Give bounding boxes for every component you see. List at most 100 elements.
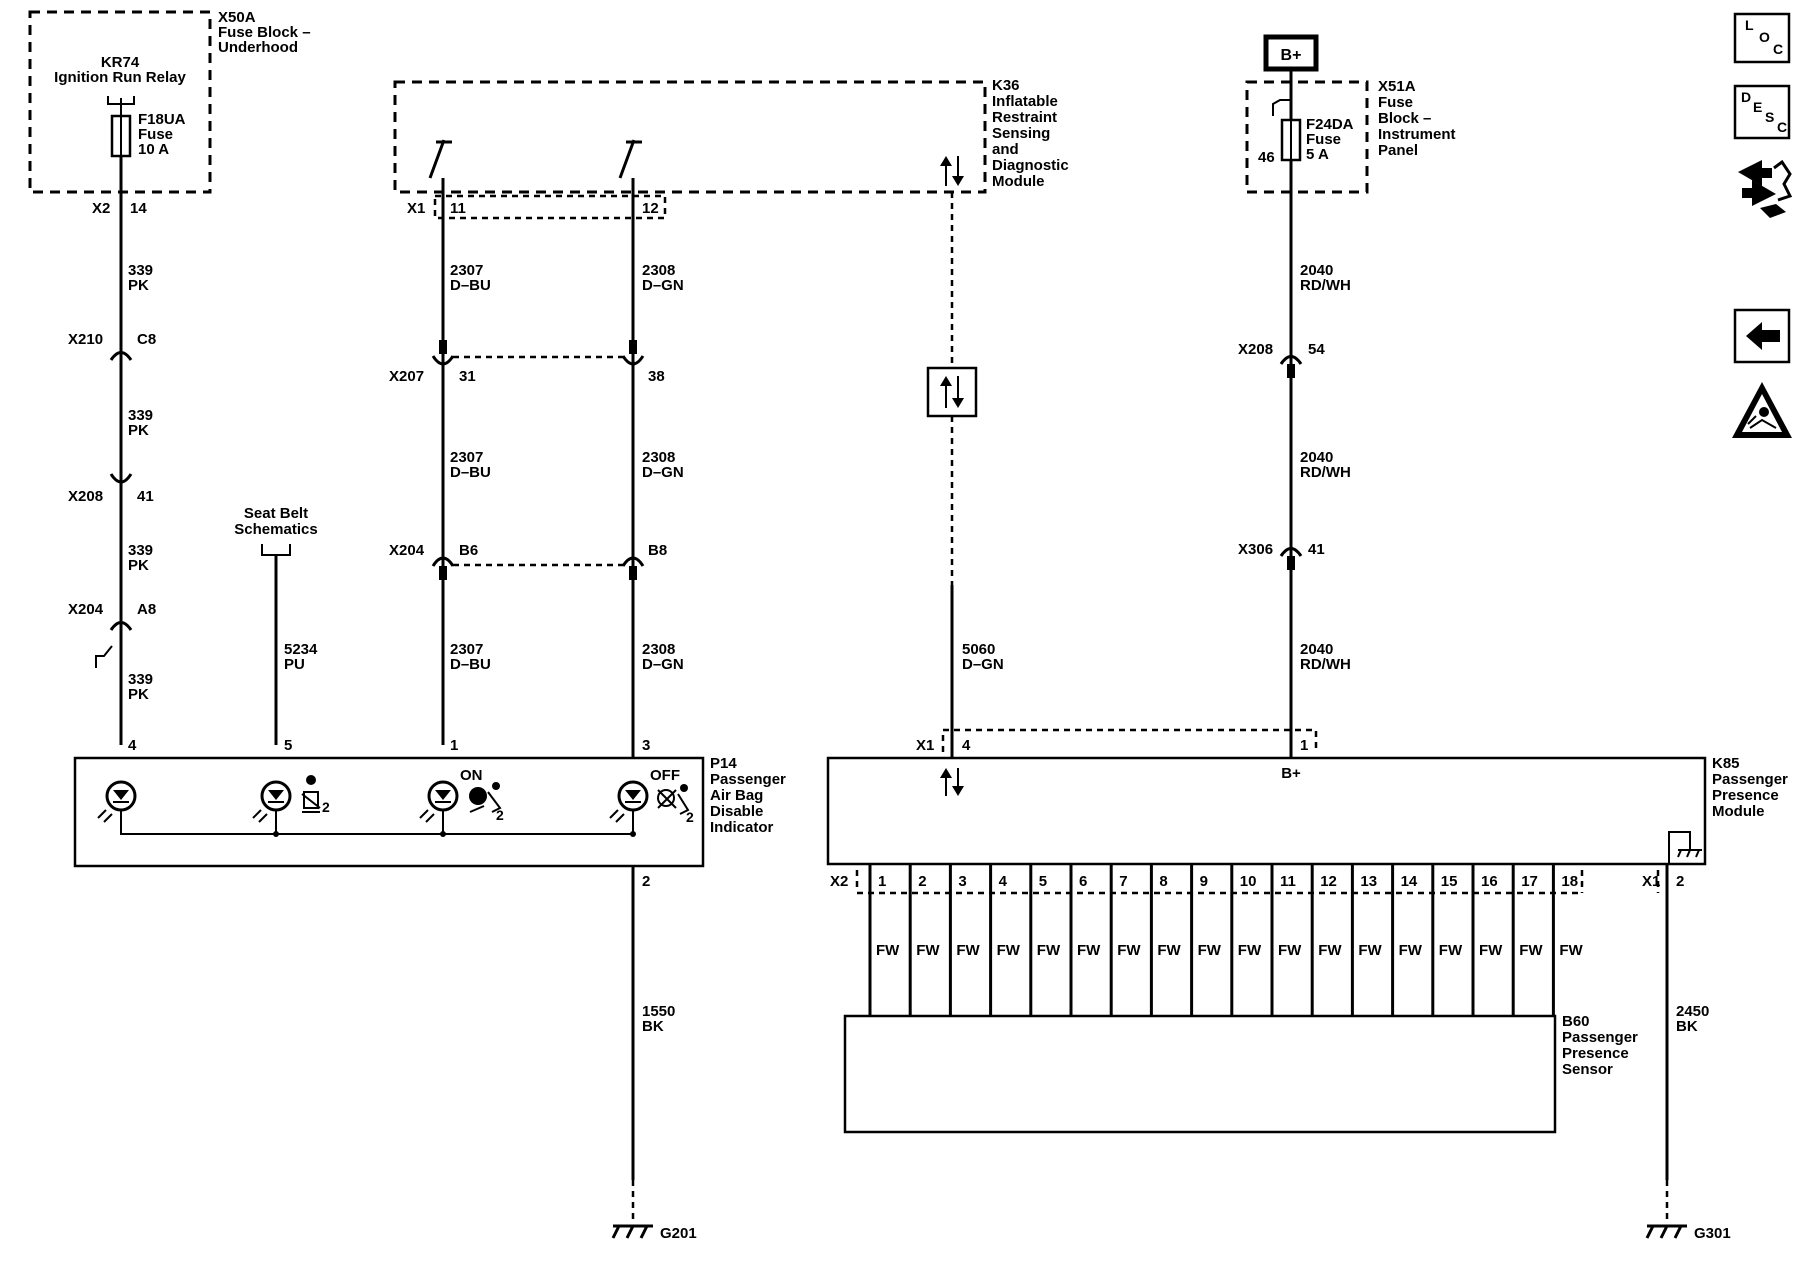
circuit-2308: 2308 D–GN 38 2308 D–GN B8 2308 D–GN 3 [621, 178, 684, 1180]
sensor-wire-label-1: FW [876, 942, 900, 959]
b60-l1: Passenger [1562, 1029, 1638, 1046]
k85-ground-icon [1668, 831, 1702, 864]
w2307-num-1: 2307 [450, 262, 483, 279]
p14-sub-1: 2 [322, 799, 330, 815]
x51a-l1: Fuse [1378, 94, 1413, 111]
k36-serial-data-icon [940, 156, 964, 186]
sensor-wire-label-9: FW [1198, 942, 1222, 959]
sensor-pin-9: 9 [1200, 873, 1208, 890]
sensor-wire-label-4: FW [997, 942, 1021, 959]
seatbelt-l1: Seat Belt [244, 505, 308, 522]
k85-gnd-pin: 2 [1676, 873, 1684, 890]
p14-gnd-pin: 2 [642, 873, 650, 890]
w339-num-2: 339 [128, 407, 153, 424]
sensor-wire-label-2: FW [916, 942, 940, 959]
p14-l1: Passenger [710, 771, 786, 788]
w2450-color: BK [1676, 1018, 1698, 1035]
seat-belt-reference: Seat Belt Schematics 5234 PU 5 [234, 505, 318, 754]
k36-l1: Inflatable [992, 93, 1058, 110]
x208-pin: 41 [137, 488, 154, 505]
x208-connector [109, 473, 133, 484]
x51a-l2: Block – [1378, 110, 1431, 127]
desc-icon[interactable]: D E S C [1733, 84, 1791, 140]
k36-pin-12: 12 [642, 200, 659, 217]
sensor-wire-label-6: FW [1077, 942, 1101, 959]
b60-sensor: B60 Passenger Presence Sensor [843, 1013, 1638, 1134]
back-arrow-icon[interactable] [1733, 308, 1791, 364]
loc-icon[interactable]: L O C [1733, 12, 1791, 64]
w2450-num: 2450 [1676, 1003, 1709, 1020]
k85-gnd-conn: X1 [1642, 873, 1660, 890]
k36-l4: and [992, 141, 1019, 158]
w2308-num-1: 2308 [642, 262, 675, 279]
p14-pin-4: 4 [128, 737, 137, 754]
k36-l6: Module [992, 173, 1045, 190]
sensor-pin-13: 13 [1360, 873, 1377, 890]
sensor-pin-8: 8 [1159, 873, 1167, 890]
led-icon [97, 780, 137, 823]
w339-num-1: 339 [128, 262, 153, 279]
f24da-l3: 5 A [1306, 146, 1329, 163]
w2308-num-2: 2308 [642, 449, 675, 466]
sensor-pin-1: 1 [878, 873, 886, 890]
sensor-wire-label-7: FW [1117, 942, 1141, 959]
p14-ground-circuit: 2 1550 BK G201 [611, 873, 697, 1242]
sensor-pin-18: 18 [1561, 873, 1578, 890]
esd-warning-icon[interactable] [1732, 382, 1792, 438]
w2308-color-1: D–GN [642, 277, 684, 294]
ground-icon [1645, 1224, 1687, 1239]
b60-l3: Sensor [1562, 1061, 1613, 1078]
w2308-color-3: D–GN [642, 656, 684, 673]
k36-switch-1 [428, 139, 452, 179]
sensor-pin-16: 16 [1481, 873, 1498, 890]
k85-x2-label: X2 [830, 873, 848, 890]
serial-data-box [926, 366, 978, 418]
w5234-color: PU [284, 656, 305, 673]
k85-x1-connector [941, 728, 1318, 752]
sensor-pin-5: 5 [1039, 873, 1047, 890]
sensor-pin-6: 6 [1079, 873, 1087, 890]
k85-l1: Passenger [1712, 771, 1788, 788]
sensor-wire-label-17: FW [1519, 942, 1543, 959]
b60-l2: Presence [1562, 1045, 1629, 1062]
w339-color-4: PK [128, 686, 149, 703]
sensor-wire-label-14: FW [1399, 942, 1423, 959]
x51a-id: X51A [1378, 78, 1416, 95]
w339-color-3: PK [128, 557, 149, 574]
k85-l2: Presence [1712, 787, 1779, 804]
b60-id: B60 [1562, 1013, 1590, 1030]
x204-label: X204 [68, 601, 104, 618]
sensor-wire-label-5: FW [1037, 942, 1061, 959]
sensor-pin-7: 7 [1119, 873, 1127, 890]
x204-pin: A8 [137, 601, 156, 618]
w2308-color-2: D–GN [642, 464, 684, 481]
w339-num-4: 339 [128, 671, 153, 688]
sensor-pin-2: 2 [918, 873, 926, 890]
p14-l3: Disable [710, 803, 763, 820]
w2040-num-3: 2040 [1300, 641, 1333, 658]
sensor-pin-3: 3 [958, 873, 966, 890]
k85-id: K85 [1712, 755, 1740, 772]
x306-label: X306 [1238, 541, 1273, 558]
k85-pin-1: 1 [1300, 737, 1308, 754]
loc-icon-o: O [1759, 29, 1770, 45]
sensor-pin-10: 10 [1240, 873, 1257, 890]
seatbelt-icon [301, 775, 321, 813]
p14-on-label: ON [460, 767, 483, 784]
w339-num-3: 339 [128, 542, 153, 559]
f18ua-l2: Fuse [138, 126, 173, 143]
x50a-name-l1: Fuse Block – [218, 24, 311, 41]
x50a-id: X50A [218, 9, 256, 26]
fuse-busbar [1272, 99, 1291, 116]
k36-switch-2 [618, 139, 642, 179]
p14-sub-3: 2 [686, 809, 694, 825]
sensor-pin-11: 11 [1280, 873, 1296, 890]
f24da-id: F24DA [1306, 116, 1354, 133]
f18ua-id: F18UA [138, 111, 186, 128]
sensor-pin-17: 17 [1521, 873, 1538, 890]
k36-l3: Sensing [992, 125, 1050, 142]
f24da-pin: 46 [1258, 149, 1275, 166]
loc-icon-c: C [1773, 41, 1783, 57]
connector-tool-icon[interactable] [1738, 159, 1793, 218]
